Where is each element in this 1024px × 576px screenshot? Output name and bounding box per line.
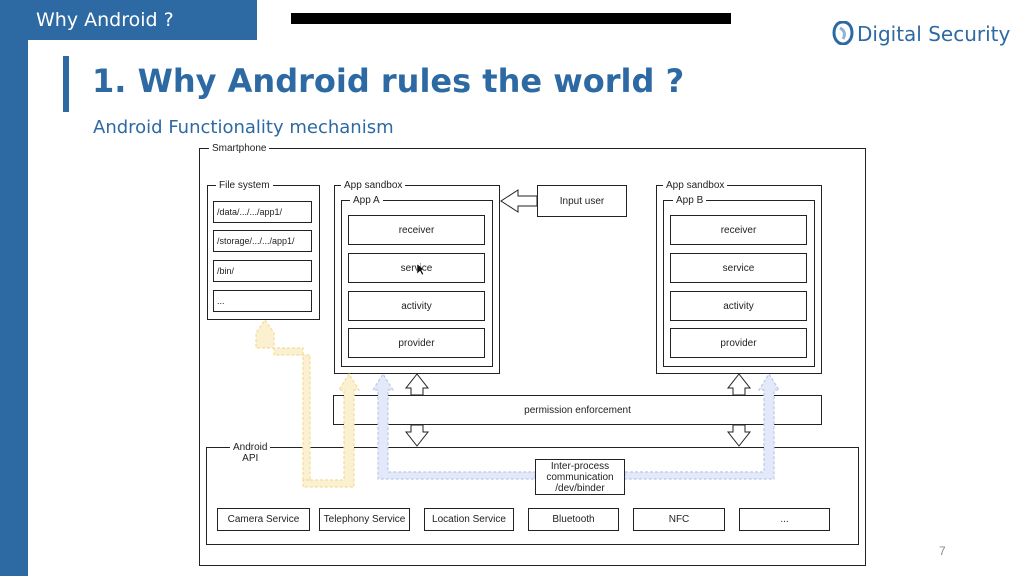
page-number: 7 [939, 544, 946, 558]
app-b-activity: activity [670, 291, 807, 321]
title-accent-bar [63, 56, 69, 112]
app-a-service: service [348, 253, 485, 283]
top-decoration-line [291, 13, 731, 24]
app-b-label: App B [673, 195, 707, 206]
api-to-app-a-yellow-arrow [302, 372, 361, 488]
section-tab: Why Android ? [0, 0, 257, 40]
app-a-provider: provider [348, 328, 485, 358]
app-b-provider: provider [670, 328, 807, 358]
page-subtitle: Android Functionality mechanism [93, 117, 394, 138]
camera-service-box: Camera Service [217, 508, 310, 531]
bluetooth-service-box: Bluetooth [528, 508, 619, 531]
nfc-service-box: NFC [633, 508, 725, 531]
more-services-box: ... [739, 508, 830, 531]
file-system-label: File system [216, 180, 273, 191]
app-b-service: service [670, 253, 807, 283]
location-service-box: Location Service [424, 508, 514, 531]
input-user-arrow [500, 189, 538, 213]
app-a-receiver: receiver [348, 215, 485, 245]
file-path-item: /storage/.../.../app1/ [213, 230, 312, 252]
mouse-cursor-icon [416, 263, 426, 276]
file-path-item: /bin/ [213, 260, 312, 282]
file-access-arrow [255, 318, 311, 481]
app-b-box [663, 200, 815, 367]
up-arrow-a [404, 373, 430, 396]
up-arrow-b [726, 373, 752, 396]
telephony-service-box: Telephony Service [319, 508, 410, 531]
file-path-item: /data/.../.../app1/ [213, 201, 312, 223]
app-b-receiver: receiver [670, 215, 807, 245]
smartphone-label: Smartphone [209, 143, 270, 154]
left-accent-bar [0, 0, 28, 576]
logo-shield-icon [832, 21, 854, 45]
ipc-box: Inter-process communication /dev/binder [535, 459, 625, 495]
app-a-label: App A [350, 195, 383, 206]
app-a-box [341, 200, 493, 367]
ipc-arrow-right [624, 372, 781, 480]
ipc-arrow-left [371, 372, 536, 480]
page-title: 1. Why Android rules the world ? [92, 62, 685, 100]
sandbox-a-label: App sandbox [341, 180, 406, 191]
permission-enforcement-box: permission enforcement [333, 395, 822, 425]
down-arrow-a [404, 424, 430, 447]
down-arrow-b [726, 424, 752, 447]
android-api-label: Android API [230, 442, 271, 464]
file-path-item: ... [213, 290, 312, 312]
digital-security-logo: Digital Security [832, 20, 1012, 50]
sandbox-b-label: App sandbox [663, 180, 728, 191]
input-user-box: Input user [537, 185, 627, 217]
logo-text: Digital Security [857, 22, 1011, 46]
app-a-activity: activity [348, 291, 485, 321]
